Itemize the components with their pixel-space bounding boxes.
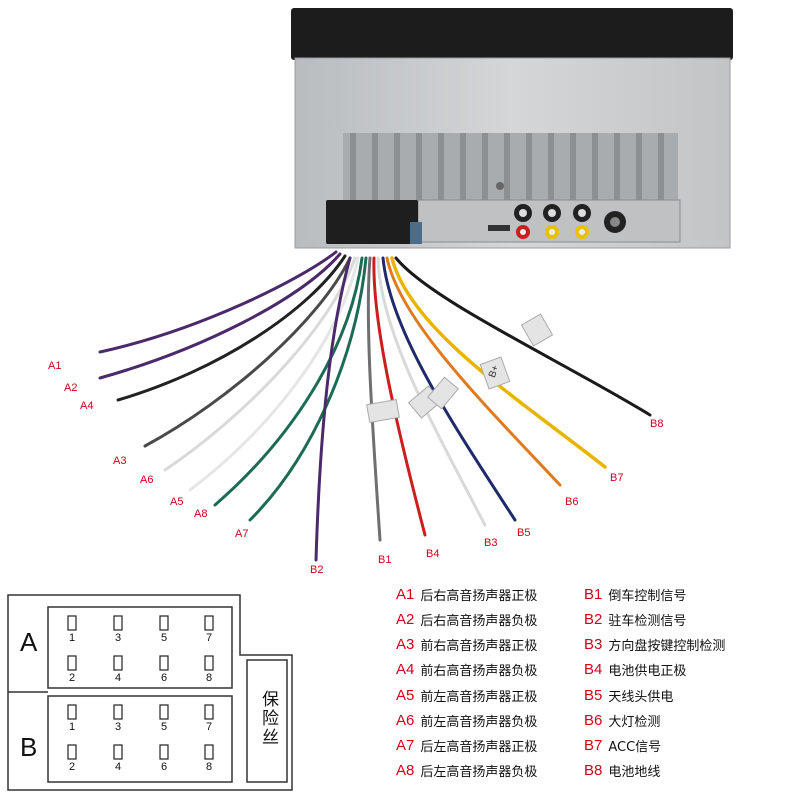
pin-number: 3 <box>114 721 122 733</box>
wire-label-a1: A1 <box>48 360 62 372</box>
head-unit-front-panel <box>291 8 733 60</box>
wire-label-b2: B2 <box>310 564 324 576</box>
wire-a3 <box>143 256 352 448</box>
wire-label-b5: B5 <box>517 527 531 539</box>
wire-label-b6: B6 <box>565 496 579 508</box>
wire-label-a2: A2 <box>64 382 78 394</box>
pin-number: 5 <box>160 721 168 733</box>
connector-outline <box>7 594 293 791</box>
wire-b3 <box>376 256 487 527</box>
wire-label-b3: B3 <box>484 537 498 549</box>
pin-number: 7 <box>205 721 213 733</box>
wire-a1 <box>98 250 338 354</box>
fuse-label: 保险丝 <box>258 690 278 747</box>
connector-a-letter: A <box>20 627 38 657</box>
pin-number: 5 <box>160 632 168 644</box>
wire-a2 <box>98 252 342 380</box>
connector-b-letter: B <box>20 732 38 762</box>
wire-label-a4: A4 <box>80 400 94 412</box>
pin-number: 7 <box>205 632 213 644</box>
pin-number: 3 <box>114 632 122 644</box>
head-unit <box>291 8 733 249</box>
wire-label-a6: A6 <box>140 474 154 486</box>
pin-number: 2 <box>68 672 76 684</box>
wire-b2 <box>314 256 352 562</box>
rca-jacks <box>514 204 591 239</box>
wire-b8 <box>394 256 652 417</box>
pin-number: 1 <box>68 721 76 733</box>
pin-number: 6 <box>160 672 168 684</box>
pin-number: 4 <box>114 761 122 773</box>
pin-number: 1 <box>68 632 76 644</box>
pin-number: 8 <box>205 672 213 684</box>
connector-pins <box>67 615 214 760</box>
heatsink <box>343 133 678 203</box>
connector-b-block <box>47 695 233 783</box>
wire-b4 <box>372 256 427 537</box>
wire-label-b8: B8 <box>650 418 664 430</box>
fuse-block <box>246 659 288 783</box>
wire-label-b4: B4 <box>426 548 440 560</box>
wire-label-a8: A8 <box>194 508 208 520</box>
connector-a-block <box>47 606 233 689</box>
wire-label-b1: B1 <box>378 554 392 566</box>
wires <box>98 250 652 562</box>
pin-number: 6 <box>160 761 168 773</box>
wire-a5 <box>188 256 360 492</box>
harness-plug <box>326 200 418 244</box>
wire-b6 <box>385 256 562 487</box>
tape-flags <box>366 313 554 424</box>
wire-a4 <box>116 254 347 402</box>
wire-label-b7: B7 <box>610 472 624 484</box>
wire-b7 <box>390 256 607 469</box>
wire-a8 <box>213 256 364 507</box>
wire-label-a3: A3 <box>113 455 127 467</box>
wire-label-a7: A7 <box>235 528 249 540</box>
connector-diagram <box>7 594 293 791</box>
pin-number: 2 <box>68 761 76 773</box>
pin-number: 8 <box>205 761 213 773</box>
pin-number: 4 <box>114 672 122 684</box>
wire-b1 <box>366 256 382 542</box>
wire-b5 <box>381 256 517 522</box>
wire-label-a5: A5 <box>170 496 184 508</box>
